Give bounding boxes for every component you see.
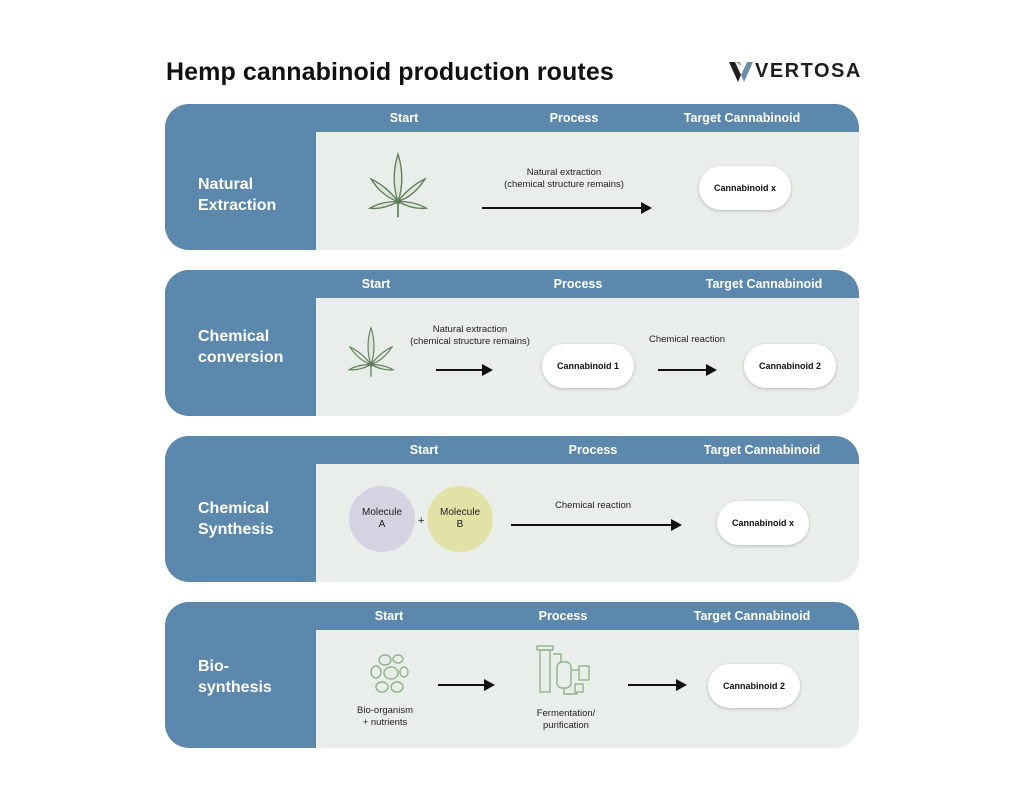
route-label: Natural Extraction bbox=[198, 176, 277, 214]
route-label: Chemical Synthesis bbox=[198, 500, 274, 538]
page-title: Hemp cannabinoid production routes bbox=[166, 58, 614, 86]
arrow-right-icon bbox=[658, 364, 717, 376]
arrow-right-icon bbox=[438, 679, 495, 691]
target-cannabinoid: Cannabinoid x bbox=[717, 501, 809, 545]
column-start: Start bbox=[361, 277, 391, 291]
vertosa-logo: VERTOSA bbox=[729, 60, 862, 83]
route-bio-synthesis: Bio- synthesis Start Process Target Cann… bbox=[165, 602, 859, 748]
fermentation-tank-icon bbox=[536, 645, 590, 695]
process-caption: Fermentation/ purification bbox=[536, 708, 596, 731]
side-panel bbox=[165, 270, 316, 416]
route-label: Bio- synthesis bbox=[198, 658, 272, 696]
arrow-right-icon bbox=[436, 364, 493, 376]
column-process: Process bbox=[568, 443, 618, 457]
arrow-right-icon bbox=[482, 202, 652, 214]
molecule-a: Molecule A bbox=[349, 486, 415, 552]
side-panel bbox=[165, 602, 316, 748]
column-start: Start bbox=[409, 443, 439, 457]
column-start: Start bbox=[374, 609, 404, 623]
side-panel bbox=[165, 436, 316, 582]
route-chemical-synthesis: Chemical Synthesis Start Process Target … bbox=[165, 436, 859, 582]
plus-sign: + bbox=[418, 515, 425, 527]
route-label: Chemical conversion bbox=[198, 328, 284, 366]
column-start: Start bbox=[389, 111, 419, 125]
arrow-right-icon bbox=[511, 519, 682, 531]
route-chemical-conversion: Chemical conversion Start Process Target… bbox=[165, 270, 859, 416]
target-cannabinoid: Cannabinoid 2 bbox=[744, 344, 836, 388]
molecule-b: Molecule B bbox=[427, 486, 493, 552]
brand-name: VERTOSA bbox=[755, 60, 862, 82]
column-process: Process bbox=[553, 277, 603, 291]
process-text-reaction: Chemical reaction bbox=[648, 334, 726, 345]
column-target: Target Cannabinoid bbox=[705, 277, 823, 291]
vertosa-logo-icon bbox=[729, 61, 753, 82]
process-text-extraction: Natural extraction (chemical structure r… bbox=[410, 324, 530, 347]
target-cannabinoid: Cannabinoid 2 bbox=[708, 664, 800, 708]
start-caption: Bio-organism + nutrients bbox=[357, 705, 413, 728]
column-target: Target Cannabinoid bbox=[703, 443, 821, 457]
column-target: Target Cannabinoid bbox=[683, 111, 801, 125]
column-process: Process bbox=[538, 609, 588, 623]
process-text: Natural extraction (chemical structure r… bbox=[504, 167, 624, 190]
target-cannabinoid: Cannabinoid x bbox=[699, 166, 791, 210]
process-text: Chemical reaction bbox=[554, 500, 632, 511]
column-process: Process bbox=[549, 111, 599, 125]
microorganism-icon bbox=[370, 654, 409, 693]
cannabis-leaf-icon bbox=[347, 326, 395, 377]
cannabis-leaf-icon bbox=[367, 152, 429, 218]
intermediate-cannabinoid: Cannabinoid 1 bbox=[542, 344, 634, 388]
column-target: Target Cannabinoid bbox=[693, 609, 811, 623]
side-panel bbox=[165, 104, 316, 250]
route-natural-extraction: Natural Extraction Start Process Target … bbox=[165, 104, 859, 250]
arrow-right-icon bbox=[628, 679, 687, 691]
